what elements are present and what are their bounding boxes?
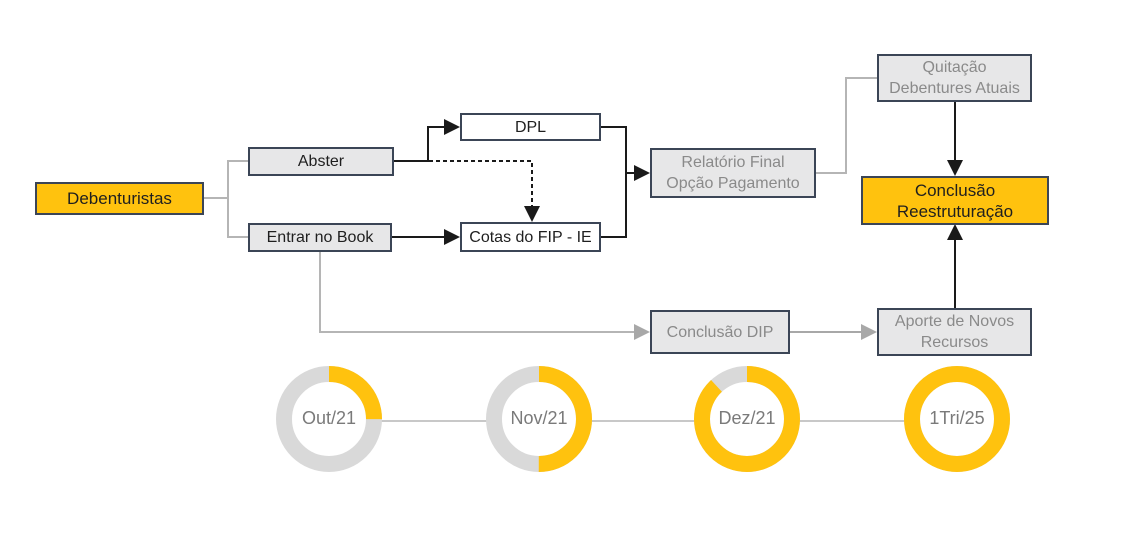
- connector-relatorio-quitacao: [816, 77, 877, 174]
- node-dpl-label: DPL: [514, 118, 547, 136]
- donut-progress-0: [276, 366, 382, 472]
- donut-progress-1: [486, 366, 592, 472]
- node-conclusao-dip-label: Conclusão DIP: [666, 323, 774, 341]
- node-cotas-fip-label: Cotas do FIP - IE: [469, 228, 592, 246]
- timeline-donuts: [276, 366, 1010, 472]
- timeline-label-1: Nov/21: [510, 408, 568, 428]
- node-debenturistas-label: Debenturistas: [67, 189, 172, 208]
- node-quitacao-label: Quitação Debentures Atuais: [889, 59, 1020, 97]
- node-entrar-book: Entrar no Book: [248, 223, 392, 252]
- timeline-label-2: Dez/21: [718, 408, 776, 428]
- donut-progress-3: [904, 366, 1010, 472]
- connector-dpl-relatorio: [601, 126, 627, 238]
- node-aporte-label: Aporte de Novos Recursos: [894, 313, 1015, 351]
- node-conclusao-reestruturacao: Conclusão Reestruturação: [861, 176, 1049, 225]
- node-cotas-fip: Cotas do FIP - IE: [460, 222, 601, 252]
- node-entrar-book-label: Entrar no Book: [266, 229, 374, 246]
- timeline-label-0: Out/21: [301, 408, 357, 428]
- node-quitacao: Quitação Debentures Atuais: [877, 54, 1032, 102]
- node-debenturistas: Debenturistas: [35, 182, 204, 215]
- node-abster-label: Abster: [297, 153, 345, 170]
- node-aporte: Aporte de Novos Recursos: [877, 308, 1032, 356]
- connector-book-dip: [319, 252, 650, 340]
- connector-abster-dpl: [394, 119, 460, 162]
- connector-debenturistas-book: [227, 198, 248, 238]
- connector-debenturistas-abster: [204, 160, 248, 199]
- timeline-label-3: 1Tri/25: [929, 408, 985, 428]
- donut-progress-2: [694, 366, 800, 472]
- node-relatorio-final-label: Relatório Final Opção Pagamento: [666, 154, 800, 192]
- connector-abster-cotas-dashed: [394, 160, 540, 222]
- node-conclusao-reestruturacao-label: Conclusão Reestruturação: [896, 180, 1014, 221]
- node-dpl: DPL: [460, 113, 601, 141]
- node-relatorio-final: Relatório Final Opção Pagamento: [650, 148, 816, 198]
- node-conclusao-dip: Conclusão DIP: [650, 310, 790, 354]
- node-abster: Abster: [248, 147, 394, 176]
